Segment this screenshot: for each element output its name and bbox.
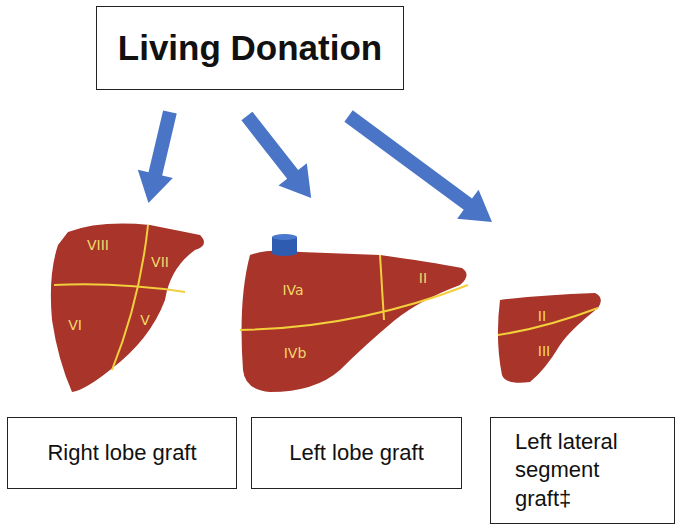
flow-arrow bbox=[138, 110, 177, 203]
segment-label: IVb bbox=[284, 345, 307, 361]
segment-boundary bbox=[240, 285, 468, 330]
title-box: Living Donation bbox=[96, 6, 404, 90]
vessel-body bbox=[272, 237, 297, 253]
graft-label-box: Left lateral segment graft‡ bbox=[490, 417, 675, 524]
graft-label-box: Left lobe graft bbox=[251, 417, 462, 489]
segment-label: VI bbox=[68, 317, 82, 333]
graft-label-box: Right lobe graft bbox=[7, 417, 237, 489]
segment-boundary bbox=[498, 308, 598, 335]
segment-boundary bbox=[54, 284, 185, 292]
liver-shape bbox=[498, 293, 601, 383]
liver-outline bbox=[495, 290, 607, 386]
right-lobe-liver: VIII VII VI V bbox=[48, 220, 210, 396]
vessel-top bbox=[272, 234, 297, 240]
graft-label: Left lateral segment graft‡ bbox=[515, 428, 656, 514]
vessel-bottom bbox=[272, 250, 297, 256]
graft-label: Right lobe graft bbox=[47, 439, 196, 468]
title-text: Living Donation bbox=[118, 28, 382, 68]
liver-outline bbox=[48, 220, 210, 396]
segment-label: VII bbox=[151, 254, 169, 270]
left-lateral-liver: IIIII bbox=[495, 290, 607, 386]
segment-label: III bbox=[538, 343, 550, 359]
segment-boundary bbox=[112, 225, 148, 370]
left-lobe-liver: IVa II IVb bbox=[238, 240, 474, 396]
liver-shape bbox=[51, 224, 204, 392]
segment-label: IVa bbox=[282, 282, 303, 298]
segment-label: VIII bbox=[87, 237, 109, 253]
liver-outline bbox=[238, 240, 474, 396]
vessel-stump bbox=[272, 234, 297, 256]
segment-label: II bbox=[538, 308, 546, 324]
segment-label: II bbox=[419, 270, 427, 286]
liver-shape bbox=[242, 251, 467, 392]
flow-arrow bbox=[344, 110, 492, 222]
flow-arrow bbox=[241, 112, 311, 198]
graft-label: Left lobe graft bbox=[289, 439, 424, 468]
segment-label: V bbox=[140, 312, 150, 328]
segment-boundary bbox=[380, 255, 384, 320]
